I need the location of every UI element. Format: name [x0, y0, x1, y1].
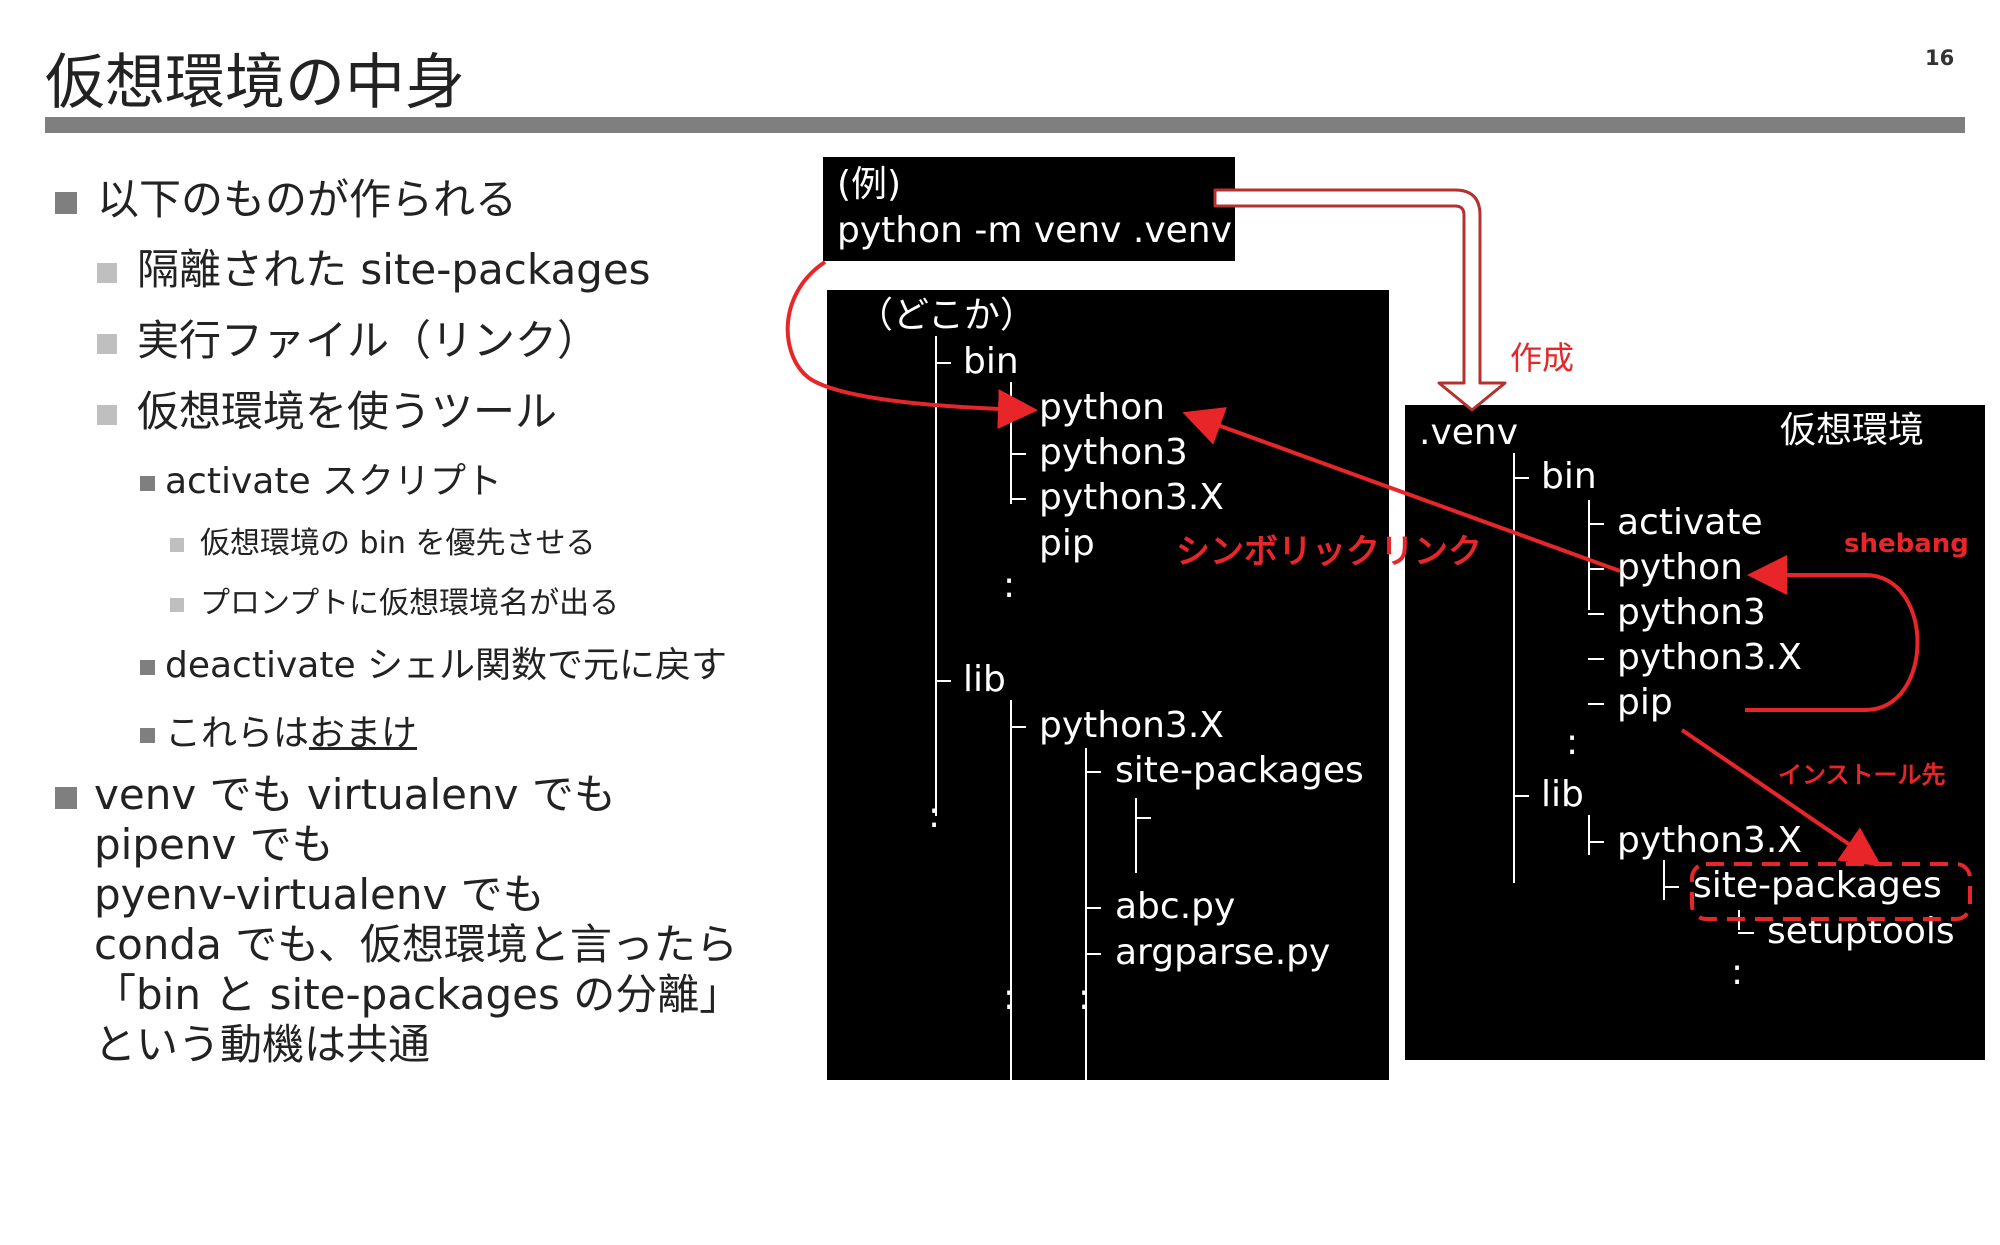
somewhere-lib-python3x: python3.X — [1039, 705, 1224, 746]
command-example-label: (例) — [837, 164, 902, 205]
bullet-site-packages: 隔離された site-packages — [97, 236, 651, 297]
tree-guide-line — [1010, 700, 1012, 1245]
somewhere-bin: bin — [963, 341, 1019, 382]
venv-activate: activate — [1617, 502, 1763, 543]
tree-branch — [1085, 907, 1101, 909]
symlink-label: シンボリックリンク — [1176, 532, 1482, 572]
tree-guide-line — [1010, 382, 1012, 504]
somewhere-ellipsis: : — [1003, 977, 1016, 1018]
tree-branch — [1513, 795, 1529, 797]
tree-guide-line — [1663, 860, 1665, 900]
somewhere-ellipsis: : — [1003, 565, 1016, 606]
venv-lib: lib — [1541, 774, 1584, 815]
bullet-square-icon — [140, 659, 155, 675]
tree-branch — [1588, 703, 1604, 705]
tree-branch — [1738, 932, 1754, 934]
tree-branch — [1588, 523, 1604, 525]
somewhere-python: python — [1039, 387, 1165, 428]
create-arrow — [1213, 188, 1507, 412]
somewhere-ellipsis: : — [1078, 977, 1091, 1018]
venv-python: python — [1617, 547, 1743, 588]
somewhere-lib: lib — [963, 659, 1006, 700]
tree-branch — [1588, 613, 1604, 615]
symlink-arrow — [1182, 407, 1621, 573]
venv-pip: pip — [1617, 682, 1673, 723]
tree-branch — [1588, 658, 1604, 660]
tree-guide-line — [1513, 453, 1515, 883]
tree-branch — [1010, 498, 1026, 500]
bullet-square-icon — [55, 786, 77, 809]
bullet-bin-priority: 仮想環境の bin を優先させる — [170, 518, 595, 562]
bullet-deactivate: deactivate シェル関数で元に戻す — [140, 636, 727, 688]
tree-branch — [1010, 453, 1026, 455]
venv-ellipsis: : — [1566, 722, 1579, 763]
command-box: (例) python -m venv .venv — [823, 157, 1235, 261]
tree-branch — [1588, 568, 1604, 570]
command-line: python -m venv .venv — [837, 210, 1232, 251]
command-to-python-arrow — [785, 260, 1038, 430]
tree-guide-line — [1588, 815, 1590, 855]
tree-guide-line — [1588, 500, 1590, 610]
somewhere-pip: pip — [1039, 523, 1095, 564]
tree-branch — [1513, 477, 1529, 479]
venv-ellipsis: : — [1731, 952, 1744, 993]
somewhere-tree-panel: （どこか） bin python python3 python3.X pip :… — [827, 290, 1389, 1245]
install-target-label: インストール先 — [1778, 761, 1946, 789]
somewhere-argparse-py: argparse.py — [1115, 932, 1331, 973]
bullet-activate: activate スクリプト — [140, 452, 502, 504]
shebang-label: shebang — [1844, 529, 1969, 559]
page-number: 16 — [1925, 46, 1955, 70]
tree-guide-line — [1085, 748, 1087, 1243]
tree-branch — [1010, 726, 1026, 728]
tree-branch — [1588, 841, 1604, 843]
tree-branch — [1135, 817, 1151, 819]
title-rule — [45, 117, 1965, 133]
bullet-created-items: 以下のものが作られる — [55, 166, 517, 227]
somewhere-site-packages: site-packages — [1115, 750, 1364, 791]
tree-branch — [935, 362, 951, 364]
venv-lib-python3x: python3.X — [1617, 820, 1802, 861]
tree-branch — [935, 680, 951, 682]
create-label: 作成 — [1510, 339, 1575, 377]
bullet-square-icon — [97, 262, 117, 283]
bullet-square-icon — [55, 191, 77, 214]
bullet-square-icon — [140, 727, 155, 743]
venv-header: .venv — [1419, 412, 1519, 453]
bullet-square-icon — [170, 537, 184, 552]
slide-title: 仮想環境の中身 — [45, 48, 465, 118]
venv-python3x: python3.X — [1617, 637, 1802, 678]
somewhere-python3: python3 — [1039, 432, 1188, 473]
venv-bin: bin — [1541, 456, 1597, 497]
bullet-executables: 実行ファイル（リンク） — [97, 307, 599, 368]
venv-label: 仮想環境 — [1780, 410, 1925, 451]
bullet-common-motivation — [55, 770, 97, 819]
venv-python3: python3 — [1617, 592, 1766, 633]
venv-tree-panel: .venv 仮想環境 bin activate python python3 p… — [1405, 405, 1985, 1060]
bullet-extras: これらはおまけ — [140, 704, 417, 756]
site-packages-highlight — [1690, 862, 1972, 921]
tree-guide-line — [935, 336, 937, 816]
tree-branch — [1085, 953, 1101, 955]
bullet-square-icon — [97, 404, 117, 425]
install-target-arrow — [1680, 728, 1882, 867]
venv-site-packages: site-packages — [1693, 865, 1942, 906]
bullet-tools: 仮想環境を使うツール — [97, 378, 557, 439]
bullet-square-icon — [140, 475, 155, 491]
somewhere-header: （どこか） — [857, 295, 1036, 336]
shebang-arrow — [1745, 555, 1920, 712]
somewhere-python3x: python3.X — [1039, 477, 1224, 518]
somewhere-abc-py: abc.py — [1115, 886, 1236, 927]
arrow-overlay — [785, 188, 1972, 921]
tree-branch — [1663, 886, 1679, 888]
common-motivation-text: venv でも virtualenv でも pipenv でも pyenv-vi… — [94, 770, 742, 1069]
tree-branch — [1085, 771, 1101, 773]
somewhere-ellipsis: : — [928, 795, 941, 836]
bullet-square-icon — [97, 333, 117, 354]
tree-guide-line — [1135, 798, 1137, 873]
bullet-square-icon — [170, 597, 184, 612]
bullet-prompt-name: プロンプトに仮想環境名が出る — [170, 578, 619, 622]
